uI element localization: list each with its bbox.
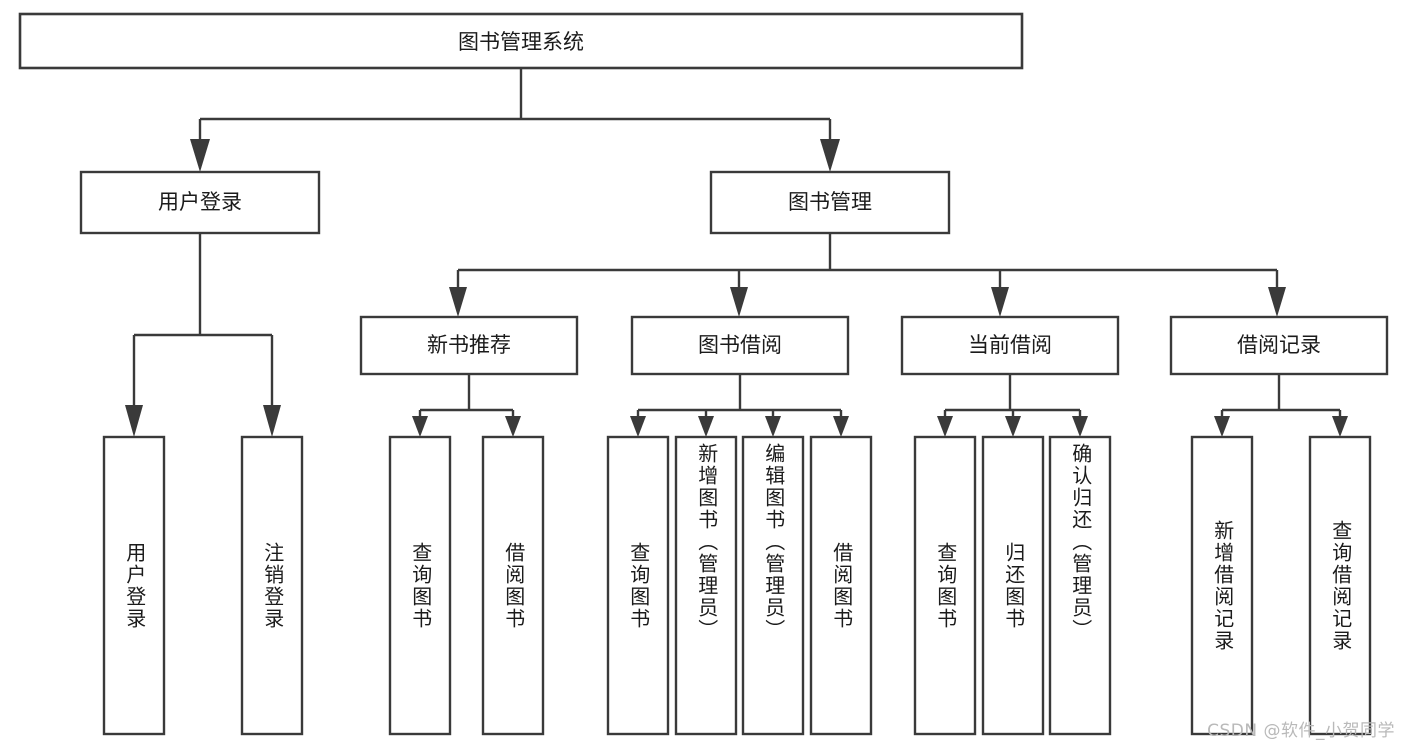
arrowhead-leaf-query-book-3 (937, 416, 953, 437)
leaf-box-edit-book[interactable] (741, 435, 805, 736)
node-borrow-record-label: 借阅记录 (1237, 333, 1321, 357)
arrowhead-leaf-confirm-return (1072, 416, 1088, 437)
node-new-book-recommend-box[interactable] (359, 315, 579, 376)
node-book-manage-box[interactable] (709, 170, 951, 235)
node-root[interactable]: 图书管理系统 (18, 12, 1024, 70)
node-book-manage-label: 图书管理 (788, 190, 872, 214)
arrowhead-leaf-edit-book (765, 416, 781, 437)
leaf-box-query-book-3[interactable] (913, 435, 977, 736)
node-current-borrow-box[interactable] (900, 315, 1120, 376)
arrowhead-leaf-add-record (1214, 416, 1230, 437)
arrowhead-leaf-borrow-book-2 (833, 416, 849, 437)
node-new-book-recommend-label: 新书推荐 (427, 333, 511, 357)
node-current-borrow-label: 当前借阅 (968, 333, 1052, 357)
arrowhead-book-borrow (730, 287, 748, 317)
leaf-box-user-login[interactable] (102, 435, 166, 736)
node-book-borrow-label: 图书借阅 (698, 333, 782, 357)
leaf-box-borrow-book-1[interactable] (481, 435, 545, 736)
node-root-box[interactable] (18, 12, 1024, 70)
arrowhead-leaf-add-book (698, 416, 714, 437)
node-new-book-recommend[interactable]: 新书推荐 (359, 315, 579, 376)
arrowhead-borrow-record (1268, 287, 1286, 317)
node-user-login[interactable]: 用户登录 (79, 170, 321, 235)
node-borrow-record[interactable]: 借阅记录 (1169, 315, 1389, 376)
node-current-borrow[interactable]: 当前借阅 (900, 315, 1120, 376)
edge-group-book-manage-to-level3 (449, 233, 1286, 317)
edge-group-user-login-to-leaves (125, 233, 281, 437)
node-book-manage[interactable]: 图书管理 (709, 170, 951, 235)
edge-group-book-borrow-to-leaves (630, 374, 849, 437)
leaf-box-borrow-book-2[interactable] (809, 435, 873, 736)
leaf-box-add-book[interactable] (674, 435, 738, 736)
edge-group-borrow-record-to-leaves (1214, 374, 1348, 437)
leaf-box-query-book-1[interactable] (388, 435, 452, 736)
leaf-box-confirm-return[interactable] (1048, 435, 1112, 736)
edge-group-current-borrow-to-leaves (937, 374, 1088, 437)
arrowhead-leaf-user-logout (263, 405, 281, 437)
node-user-login-label: 用户登录 (158, 190, 242, 214)
node-root-label: 图书管理系统 (458, 30, 584, 54)
arrowhead-leaf-query-book-1 (412, 416, 428, 437)
leaf-box-add-record[interactable] (1190, 435, 1254, 736)
leaf-box-query-book-2[interactable] (606, 435, 670, 736)
arrowhead-new-book-recommend (449, 287, 467, 317)
leaf-box-user-logout[interactable] (240, 435, 304, 736)
leaf-box-return-book[interactable] (981, 435, 1045, 736)
arrowhead-leaf-return-book (1005, 416, 1021, 437)
node-book-borrow[interactable]: 图书借阅 (630, 315, 850, 376)
node-user-login-box[interactable] (79, 170, 321, 235)
arrowhead-book-manage (820, 139, 840, 172)
watermark-text: CSDN @软件_小贺同学 (1207, 721, 1395, 741)
edge-group-new-book-recommend-to-leaves (412, 374, 521, 437)
arrowhead-leaf-user-login (125, 405, 143, 437)
arrowhead-leaf-borrow-book-1 (505, 416, 521, 437)
arrowhead-leaf-query-book-2 (630, 416, 646, 437)
leaf-boxes (102, 435, 1372, 736)
node-borrow-record-box[interactable] (1169, 315, 1389, 376)
arrowhead-leaf-query-record (1332, 416, 1348, 437)
node-book-borrow-box[interactable] (630, 315, 850, 376)
arrowhead-current-borrow (991, 287, 1009, 317)
leaf-box-query-record[interactable] (1308, 435, 1372, 736)
arrowhead-user-login (190, 139, 210, 172)
edge-group-root-to-level2 (190, 68, 840, 172)
